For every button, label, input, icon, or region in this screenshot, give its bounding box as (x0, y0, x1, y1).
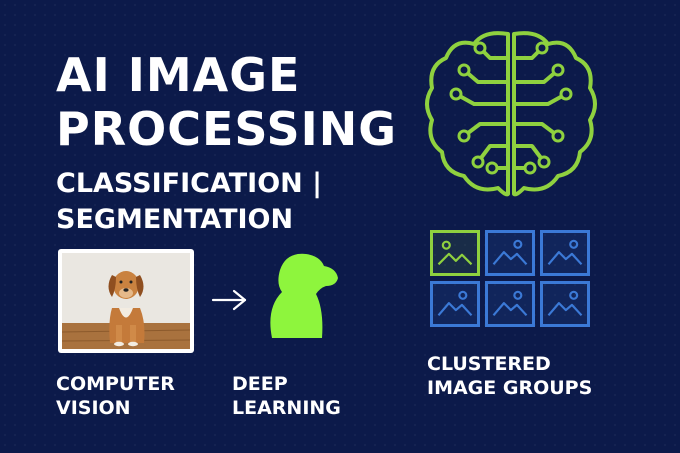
image-tile (485, 281, 535, 327)
clustered-image-grid (430, 230, 590, 327)
image-icon (437, 240, 473, 266)
computer-vision-line-2: VISION (56, 397, 131, 419)
page-subtitle: CLASSIFICATION | SEGMENTATION (56, 166, 322, 238)
image-tile (430, 230, 480, 276)
computer-vision-line-1: COMPUTER (56, 373, 175, 395)
dog-photo (58, 249, 194, 353)
subtitle-line-1: CLASSIFICATION | (56, 168, 323, 199)
subtitle-line-2: SEGMENTATION (56, 204, 294, 235)
image-icon (492, 290, 528, 317)
image-tile (540, 281, 590, 327)
deep-learning-line-2: LEARNING (232, 397, 341, 419)
dog-photo-image (62, 253, 190, 349)
image-tile (430, 281, 480, 327)
title-line-2: PROCESSING (56, 102, 397, 156)
deep-learning-label: DEEP LEARNING (232, 372, 341, 420)
arrow-right-icon (211, 289, 247, 311)
brain-circuit-icon (425, 31, 597, 197)
computer-vision-label: COMPUTER VISION (56, 372, 175, 420)
image-icon (547, 239, 583, 266)
title-line-1: AI IMAGE (56, 48, 301, 102)
dog-silhouette-icon (270, 253, 338, 338)
clustered-groups-line-1: CLUSTERED (427, 353, 551, 375)
deep-learning-line-1: DEEP (232, 373, 288, 395)
clustered-groups-label: CLUSTERED IMAGE GROUPS (427, 352, 592, 400)
image-tile (485, 230, 535, 276)
image-icon (547, 290, 583, 317)
page-title: AI IMAGE PROCESSING (56, 48, 397, 156)
image-icon (492, 239, 528, 266)
image-icon (437, 290, 473, 317)
clustered-groups-line-2: IMAGE GROUPS (427, 377, 593, 399)
image-tile (540, 230, 590, 276)
